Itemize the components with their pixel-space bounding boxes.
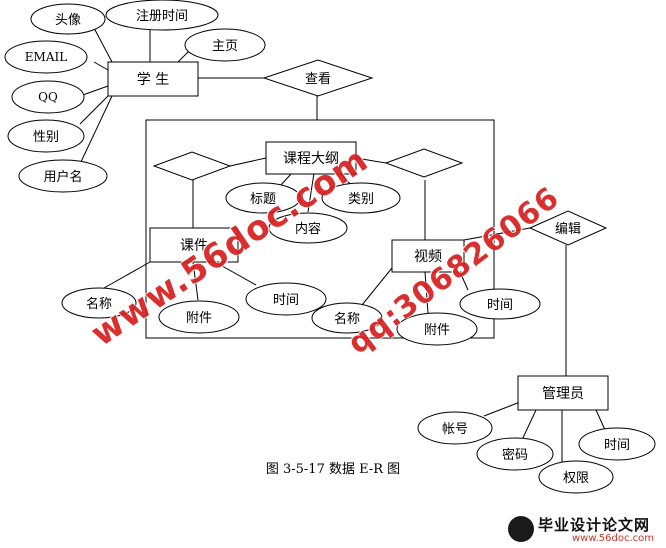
attr-video-attachment-label: 附件 bbox=[424, 323, 450, 338]
attribute-ellipses bbox=[4, 0, 656, 494]
logo-title: 毕业设计论文网 bbox=[538, 516, 651, 534]
attr-student-gender bbox=[7, 119, 85, 153]
entity-syllabus-label: 课程大纲 bbox=[283, 151, 339, 167]
logo-seal-icon bbox=[508, 516, 534, 542]
entity-courseware-label: 课件 bbox=[180, 238, 208, 254]
attr-video-attachment bbox=[396, 312, 478, 346]
attr-student-email bbox=[4, 40, 88, 74]
relationship-syllabus-courseware bbox=[152, 151, 232, 181]
attr-student-avatar bbox=[30, 3, 106, 35]
attr-syllabus-category bbox=[321, 182, 401, 214]
attr-admin-password-label: 密码 bbox=[502, 447, 528, 463]
attr-student-regtime-label: 注册时间 bbox=[136, 9, 188, 24]
connector-lines bbox=[79, 27, 607, 462]
attr-admin-time bbox=[578, 427, 656, 461]
relationship-edit-label: 编辑 bbox=[555, 222, 581, 237]
attr-student-username-label: 用户名 bbox=[43, 169, 82, 185]
relationship-view-label: 查看 bbox=[305, 71, 331, 87]
attr-admin-password bbox=[476, 437, 554, 471]
relationship-syllabus-video bbox=[384, 148, 464, 178]
attr-admin-time-label: 时间 bbox=[604, 438, 630, 453]
aggregation-box bbox=[145, 119, 495, 339]
attr-courseware-attachment-label: 附件 bbox=[186, 311, 212, 326]
entity-video-label: 视频 bbox=[414, 249, 442, 265]
attr-video-time-label: 时间 bbox=[487, 298, 513, 313]
entity-admin-label: 管理员 bbox=[542, 386, 584, 402]
entity-student bbox=[107, 61, 199, 97]
attr-student-avatar-label: 头像 bbox=[55, 13, 81, 28]
attr-admin-permission-label: 权限 bbox=[563, 470, 589, 486]
attr-courseware-name bbox=[61, 287, 137, 319]
relationship-edit bbox=[528, 210, 608, 246]
attr-student-email-label: EMAIL bbox=[25, 50, 67, 64]
attr-courseware-name-label: 名称 bbox=[86, 296, 112, 312]
attr-syllabus-title bbox=[225, 182, 301, 214]
attr-student-homepage-label: 主页 bbox=[212, 39, 238, 54]
entity-student-label: 学 生 bbox=[137, 72, 169, 88]
relationship-view bbox=[262, 59, 374, 97]
entity-courseware bbox=[149, 227, 239, 263]
attr-student-username bbox=[18, 159, 108, 193]
attr-video-name-label: 名称 bbox=[334, 311, 360, 327]
attr-courseware-time-label: 时间 bbox=[273, 293, 299, 308]
attr-admin-permission bbox=[538, 460, 614, 494]
entity-video bbox=[391, 239, 465, 273]
attr-student-qq bbox=[11, 80, 85, 114]
attr-admin-account bbox=[417, 411, 493, 445]
entity-syllabus bbox=[265, 141, 357, 175]
attr-syllabus-content bbox=[268, 212, 348, 244]
attr-syllabus-title-label: 标题 bbox=[250, 192, 276, 207]
logo-url: www.56doc.com bbox=[572, 533, 655, 544]
attr-syllabus-content-label: 内容 bbox=[295, 221, 321, 237]
attr-student-gender-label: 性别 bbox=[33, 130, 59, 145]
site-logo: 毕业设计论文网 www.56doc.com bbox=[508, 514, 664, 546]
attr-student-homepage bbox=[184, 28, 266, 62]
attr-video-time bbox=[459, 288, 541, 320]
attr-admin-account-label: 帐号 bbox=[442, 422, 468, 437]
attr-syllabus-category-label: 类别 bbox=[348, 192, 374, 207]
entity-admin bbox=[517, 375, 609, 411]
attr-courseware-attachment bbox=[158, 300, 240, 334]
attr-student-qq-label: QQ bbox=[38, 90, 58, 104]
attr-video-name bbox=[311, 302, 383, 334]
figure-caption: 图 3-5-17 数据 E-R 图 bbox=[265, 462, 401, 477]
attr-courseware-time bbox=[245, 282, 327, 316]
attr-student-regtime bbox=[105, 0, 219, 31]
